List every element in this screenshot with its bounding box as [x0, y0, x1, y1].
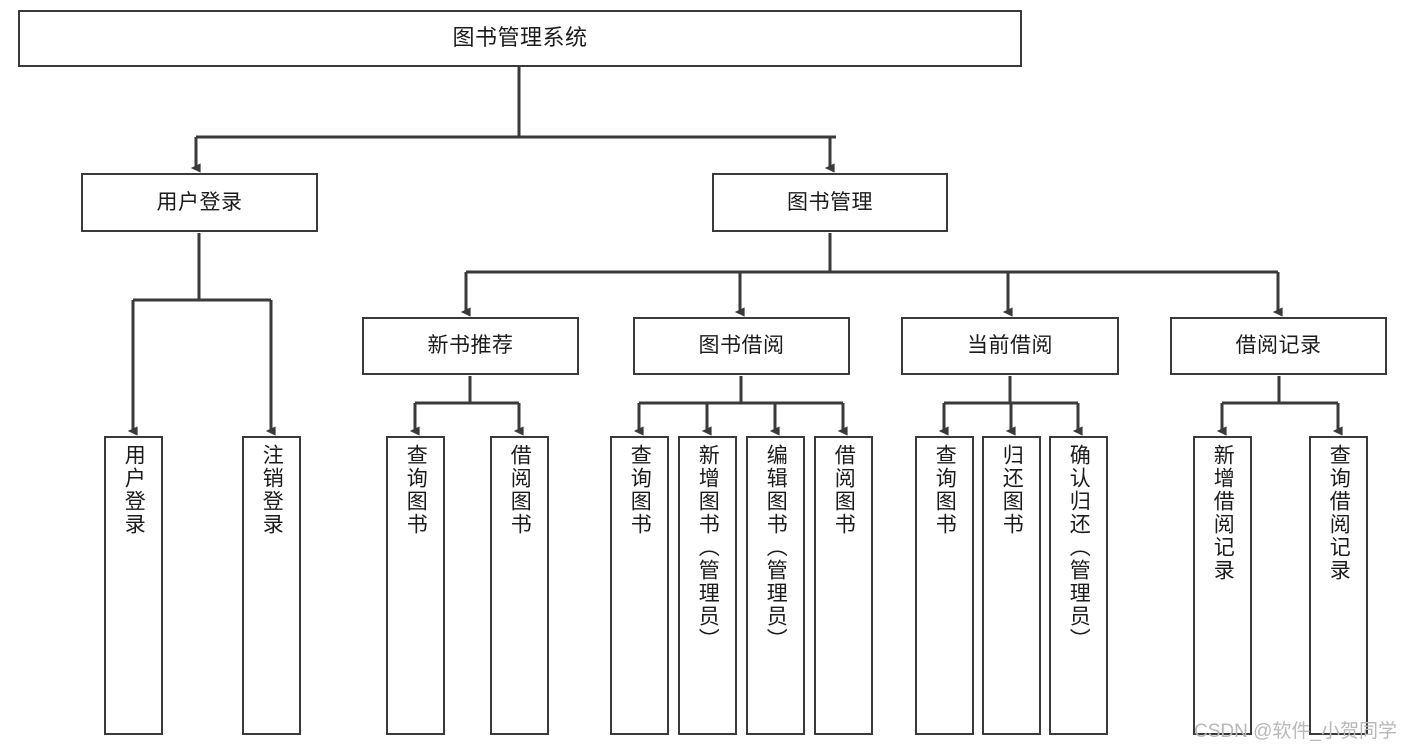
node-leaf-edit-book-label: 编辑图书（管理员）: [764, 444, 788, 651]
node-root-label: 图书管理系统: [452, 25, 588, 51]
node-borrow-record-label: 借阅记录: [1235, 334, 1322, 358]
node-leaf-return-book[interactable]: 归还图书: [982, 436, 1041, 735]
node-leaf-query-book-2-label: 查询图书: [628, 444, 652, 536]
node-current-borrow[interactable]: 当前借阅: [901, 317, 1119, 375]
node-leaf-borrow-book-1[interactable]: 借阅图书: [490, 436, 549, 735]
node-new-book-rec[interactable]: 新书推荐: [362, 317, 579, 375]
node-leaf-user-login[interactable]: 用户登录: [104, 436, 163, 735]
node-leaf-query-book-2[interactable]: 查询图书: [610, 436, 669, 735]
node-leaf-query-record-label: 查询借阅记录: [1327, 444, 1351, 582]
node-user-login[interactable]: 用户登录: [81, 173, 318, 232]
node-leaf-add-book[interactable]: 新增图书（管理员）: [678, 436, 737, 735]
node-borrow-record[interactable]: 借阅记录: [1170, 317, 1387, 375]
node-root[interactable]: 图书管理系统: [18, 10, 1022, 67]
node-leaf-query-record[interactable]: 查询借阅记录: [1309, 436, 1368, 735]
node-current-borrow-label: 当前借阅: [967, 334, 1053, 358]
watermark: CSDN @软件_小贺同学: [1194, 721, 1397, 742]
node-leaf-confirm-return[interactable]: 确认归还（管理员）: [1049, 436, 1108, 735]
node-book-manage[interactable]: 图书管理: [712, 173, 948, 232]
node-book-borrow-label: 图书借阅: [698, 334, 785, 358]
node-leaf-borrow-book-1-label: 借阅图书: [508, 444, 532, 536]
node-leaf-borrow-book-2[interactable]: 借阅图书: [814, 436, 873, 735]
node-book-borrow[interactable]: 图书借阅: [633, 317, 850, 375]
node-user-login-label: 用户登录: [156, 190, 243, 214]
node-leaf-query-book-1[interactable]: 查询图书: [386, 436, 445, 735]
node-leaf-confirm-return-label: 确认归还（管理员）: [1067, 444, 1091, 651]
node-leaf-query-book-3-label: 查询图书: [933, 444, 957, 536]
node-leaf-user-logout-label: 注销登录: [260, 444, 284, 536]
node-leaf-edit-book[interactable]: 编辑图书（管理员）: [746, 436, 805, 735]
node-leaf-borrow-book-2-label: 借阅图书: [832, 444, 856, 536]
node-leaf-add-record-label: 新增借阅记录: [1211, 444, 1235, 582]
node-leaf-add-book-label: 新增图书（管理员）: [696, 444, 720, 651]
node-leaf-query-book-1-label: 查询图书: [404, 444, 428, 536]
node-leaf-query-book-3[interactable]: 查询图书: [915, 436, 974, 735]
node-leaf-user-login-label: 用户登录: [122, 444, 146, 536]
node-leaf-add-record[interactable]: 新增借阅记录: [1193, 436, 1252, 735]
node-new-book-rec-label: 新书推荐: [427, 334, 514, 358]
node-book-manage-label: 图书管理: [787, 190, 873, 214]
node-leaf-user-logout[interactable]: 注销登录: [242, 436, 301, 735]
node-leaf-return-book-label: 归还图书: [1000, 444, 1024, 536]
